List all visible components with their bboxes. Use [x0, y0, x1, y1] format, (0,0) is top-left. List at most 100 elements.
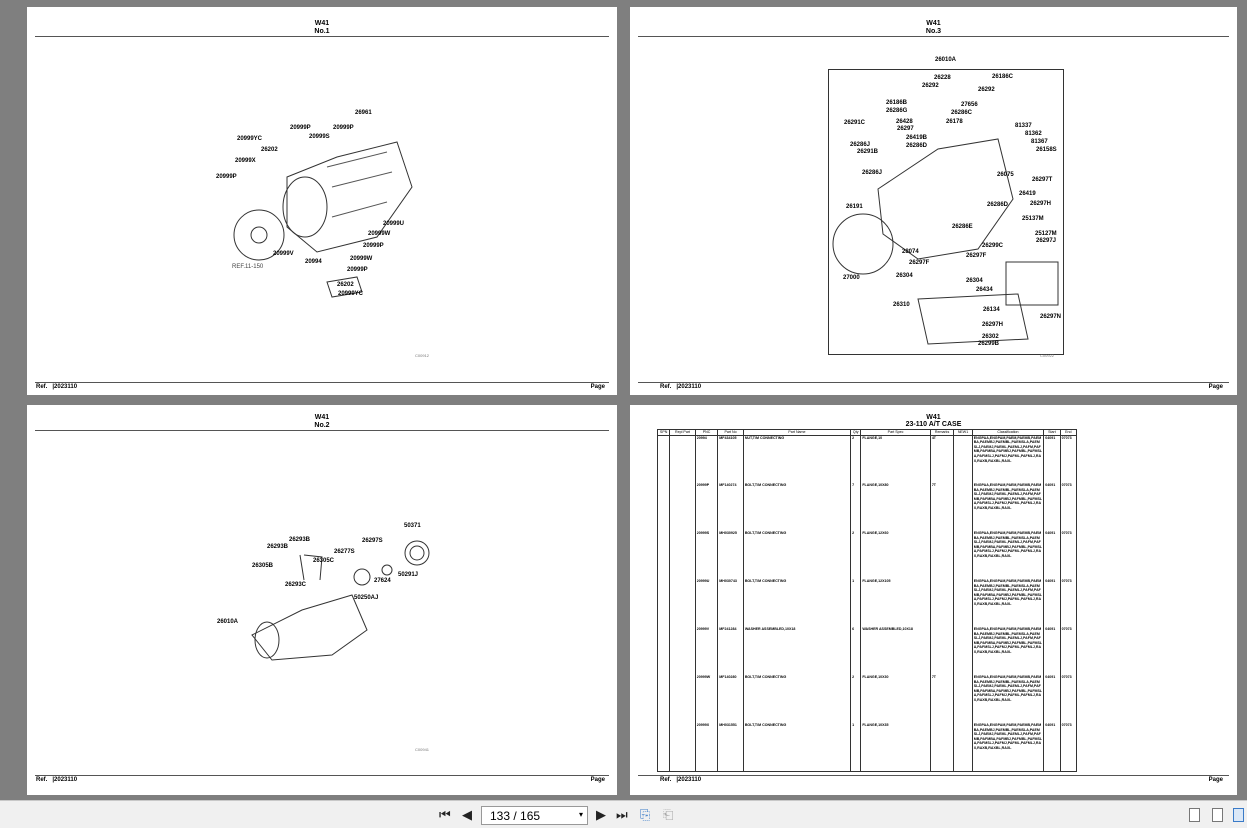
- callout-label: 20999X: [235, 158, 256, 164]
- callout-label: 20999YC: [237, 136, 263, 142]
- table-cell: [929, 579, 955, 628]
- extract-page-icon[interactable]: ⎘: [640, 807, 651, 822]
- table-cell: 07073: [1059, 483, 1078, 532]
- table-cell: [953, 627, 973, 676]
- callout-label: 26310: [893, 302, 910, 308]
- table-cell: 2: [850, 531, 862, 580]
- table-cell: MF434105: [717, 435, 744, 484]
- footer-divider: [638, 775, 1229, 776]
- two-page-view-icon[interactable]: [1233, 808, 1244, 822]
- callout-label: 26291B: [857, 149, 879, 155]
- callout-label: 20999V: [273, 251, 294, 257]
- callout-label: 26302: [982, 334, 999, 340]
- callout-label: 26191: [846, 204, 863, 210]
- single-page-view-icon[interactable]: [1189, 808, 1200, 822]
- table-cell: 04091: [1043, 675, 1061, 724]
- table-cell: 07073: [1059, 627, 1078, 676]
- callout-label: 81337: [1015, 123, 1032, 129]
- callout-label: 26419B: [906, 135, 928, 141]
- column-header: End: [1059, 429, 1078, 436]
- callout-label: 20999P: [363, 243, 384, 249]
- table-cell: MH031551: [717, 723, 744, 772]
- page-label: Page: [1208, 384, 1223, 390]
- table-cell: [669, 531, 696, 580]
- pdf-navigation-toolbar: ⏮ ◀ 133 / 165 ▾ ▶ ⏭ ⎘ ⎗: [0, 800, 1247, 828]
- table-cell: [953, 675, 973, 724]
- page-number-input[interactable]: 133 / 165 ▾: [481, 806, 588, 825]
- callout-label: 20999YC: [338, 291, 364, 297]
- callout-label: 26297S: [362, 538, 383, 544]
- ref-value: |2023110: [52, 777, 78, 783]
- ref-label: Ref.: [660, 384, 672, 390]
- table-cell: FLANGE,10X35: [860, 723, 931, 772]
- table-cell: 4T: [929, 435, 955, 484]
- footer-divider: [35, 775, 609, 776]
- page-title: No.1: [314, 28, 330, 35]
- next-page-icon[interactable]: ▶: [596, 807, 606, 822]
- table-cell: FLANGE,10X30: [860, 675, 931, 724]
- table-cell: 20999S: [694, 531, 719, 580]
- table-cell: BOLT,T/M CONNECTING: [742, 579, 852, 628]
- table-cell: 07073: [1059, 435, 1078, 484]
- callout-label: 27624: [374, 578, 391, 584]
- table-cell: 07073: [1059, 531, 1078, 580]
- table-cell: 7T: [929, 675, 955, 724]
- callout-label: 26286E: [952, 224, 973, 230]
- callout-label: 26297H: [1030, 201, 1052, 207]
- callout-label: 26428: [896, 119, 913, 125]
- page-label: Page: [590, 777, 605, 783]
- callout-label: 26286C: [951, 110, 973, 116]
- ref-label: Ref.: [36, 777, 48, 783]
- table-cell: [929, 627, 955, 676]
- last-page-icon[interactable]: ⏭: [616, 807, 628, 822]
- table-cell: FLANGE,10: [860, 435, 931, 484]
- copy-page-icon[interactable]: ⎗: [663, 807, 674, 822]
- callout-label: 20999U: [383, 221, 405, 227]
- callout-label: 26277S: [334, 549, 355, 555]
- page-indicator: 133 / 165: [490, 809, 541, 823]
- table-cell: 04091: [1043, 483, 1061, 532]
- table-cell: FLANGE,12X105: [860, 579, 931, 628]
- table-cell: 20999U: [694, 579, 719, 628]
- figure-code: C00912: [415, 353, 430, 358]
- table-cell: WASHER ASSEMBLED,10X18: [742, 627, 852, 676]
- callout-label: 26186B: [886, 100, 908, 106]
- callout-label: 20999P: [333, 125, 354, 131]
- page-model: W41: [314, 20, 330, 27]
- table-cell: ENGPAA,ENGPAM,PAEM,PAEMB,PAEMBA,PAEMBJ,P…: [971, 723, 1045, 772]
- callout-label: 50291J: [398, 572, 419, 578]
- dropdown-arrow-icon[interactable]: ▾: [578, 810, 583, 819]
- table-cell: BOLT,T/M CONNECTING: [742, 675, 852, 724]
- footer-divider: [638, 382, 1229, 383]
- callout-label: 26297T: [1032, 177, 1053, 183]
- table-cell: [656, 675, 671, 724]
- callout-label: 26297: [897, 126, 914, 132]
- callout-label: 26158S: [1036, 147, 1057, 153]
- callout-label: 20994: [305, 259, 322, 265]
- table-cell: 07073: [1059, 579, 1078, 628]
- callout-label: REF.11-150: [232, 264, 264, 270]
- pdf-page-no1: W41 No.1 C00912 Ref. |2023110 Page 26961…: [27, 7, 617, 395]
- first-page-icon[interactable]: ⏮: [439, 807, 451, 822]
- previous-page-icon[interactable]: ◀: [462, 807, 472, 822]
- table-cell: [953, 483, 973, 532]
- callout-label: 20999P: [347, 267, 368, 273]
- ref-value: |2023110: [676, 777, 702, 783]
- callout-label: 26291C: [844, 120, 866, 126]
- table-cell: WASHER ASSEMBLED,10X18: [860, 627, 931, 676]
- callout-label: 26434: [976, 287, 993, 293]
- ref-value: |2023110: [676, 384, 702, 390]
- callout-label: 20999W: [350, 256, 373, 262]
- table-cell: 1: [850, 579, 862, 628]
- column-header: Qty: [850, 429, 862, 436]
- callout-label: 81367: [1031, 139, 1048, 145]
- continuous-view-icon[interactable]: [1212, 808, 1223, 822]
- callout-label: 26010A: [217, 619, 239, 625]
- ref-label: Ref.: [660, 777, 672, 783]
